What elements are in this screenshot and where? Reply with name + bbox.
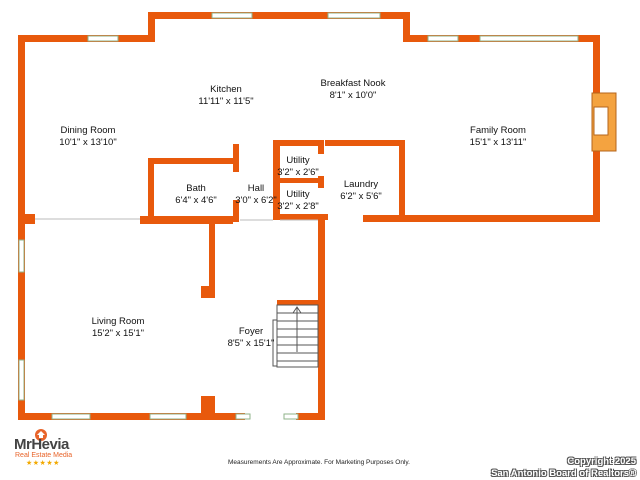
room-size: 6'2" x 5'6" (340, 191, 382, 202)
wall-foyer-right (318, 214, 325, 420)
wall-utility-top (273, 140, 323, 146)
wall-left (18, 35, 25, 420)
wall-bath-right (233, 144, 239, 172)
window-foyer-bottom-b (283, 413, 299, 420)
room-name: Foyer (238, 326, 264, 337)
fireplace (591, 92, 617, 152)
wall-bath-left (148, 158, 154, 224)
window-living-left-a (18, 239, 25, 273)
room-size: 15'2" x 15'1" (91, 328, 145, 339)
windows (18, 12, 579, 420)
wall-utility-right-b (318, 176, 324, 188)
window-dining-top (87, 35, 119, 42)
wall-dining-living-stub (18, 214, 35, 224)
wall-laundry-top (325, 140, 405, 146)
stairs (272, 304, 319, 368)
room-bath: Bath 6'4" x 4'6" (175, 183, 217, 207)
wall-utility-right-a (318, 140, 324, 154)
room-name: Laundry (343, 179, 379, 190)
room-size: 3'0" x 6'2" (235, 195, 277, 206)
room-living-room: Living Room 15'2" x 15'1" (92, 316, 145, 340)
wall-living-stub (209, 224, 215, 294)
room-size: 8'1" x 10'0" (329, 90, 377, 101)
house-icon (35, 429, 47, 441)
room-hall: Hall 3'0" x 6'2" (235, 183, 277, 207)
wall-kitchen-left-step (148, 12, 155, 42)
wall-dining-top (18, 35, 153, 42)
copyright-line: Copyright 2025 (567, 456, 636, 467)
room-name: Bath (186, 183, 206, 194)
copyright-line: San Antonio Board of Realtors® (491, 468, 636, 479)
wall-bottom-post (201, 396, 215, 420)
room-utility-upper: Utility 3'2" x 2'6" (277, 155, 319, 179)
room-utility-lower: Utility 3'2" x 2'8" (277, 189, 319, 213)
wall-bath-top (148, 158, 233, 164)
disclaimer-text: Measurements Are Approximate. For Market… (228, 459, 410, 466)
room-kitchen: Kitchen 11'11" x 11'5" (198, 84, 253, 108)
room-dining-room: Dining Room 10'1" x 13'10" (59, 125, 116, 149)
wall-bottom-left (18, 413, 208, 420)
window-nook-top (327, 12, 381, 19)
wall-family-bottom (363, 215, 600, 222)
wall-laundry-right (399, 140, 405, 222)
interior-lines (35, 218, 318, 221)
fireplace-opening (593, 106, 609, 136)
wall-nook-right-step (403, 12, 410, 42)
window-kitchen-top (211, 12, 253, 19)
room-name: Breakfast Nook (320, 78, 386, 89)
room-name: Living Room (91, 316, 145, 327)
wall-bottom-right (296, 413, 325, 420)
room-name: Utility (286, 189, 310, 200)
room-foyer: Foyer 8'5" x 15'1" (228, 326, 275, 350)
window-living-left-b (18, 359, 25, 401)
room-family-room: Family Room 15'1" x 13'11" (470, 125, 527, 149)
room-size: 6'4" x 4'6" (175, 195, 217, 206)
room-name: Dining Room (60, 125, 116, 136)
room-size: 3'2" x 2'8" (277, 201, 319, 212)
wall-utility-bottom (273, 214, 328, 220)
room-laundry: Laundry 6'2" x 5'6" (340, 179, 382, 203)
room-name: Kitchen (210, 84, 242, 95)
window-living-bottom-b (149, 413, 187, 420)
rating-stars: ★★★★★ (26, 459, 60, 467)
window-living-bottom-a (51, 413, 91, 420)
window-family-top-b (479, 35, 579, 42)
room-size: 8'5" x 15'1" (227, 338, 275, 349)
wall-bath-right-low (233, 200, 239, 222)
room-name: Hall (247, 183, 265, 194)
wall-kitchen-top (148, 12, 410, 19)
room-breakfast-nook: Breakfast Nook 8'1" x 10'0" (321, 78, 386, 102)
stair-arrow-head (292, 306, 302, 314)
window-family-top-a (427, 35, 459, 42)
wall-bottom-mid (215, 413, 245, 420)
wall-utility-mid (273, 178, 323, 183)
stair-rail (272, 319, 278, 367)
room-size: 3'2" x 2'6" (277, 167, 319, 178)
room-size: 15'1" x 13'11" (469, 137, 527, 148)
room-size: 10'1" x 13'10" (59, 137, 117, 148)
wall-living-post (201, 286, 215, 298)
wall-stairs-top (277, 300, 322, 305)
room-size: 11'11" x 11'5" (198, 96, 254, 107)
room-name: Family Room (470, 125, 526, 136)
copyright-notice: Copyright 2025 San Antonio Board of Real… (491, 456, 636, 480)
brand-logo: MrHevia Real Estate Media ★★★★★ (12, 428, 92, 472)
room-name: Utility (286, 155, 310, 166)
window-foyer-bottom-a (235, 413, 251, 420)
logo-subtitle: Real Estate Media (15, 452, 73, 459)
logo-name: MrHevia (14, 436, 69, 453)
wall-bath-bottom (140, 216, 233, 224)
